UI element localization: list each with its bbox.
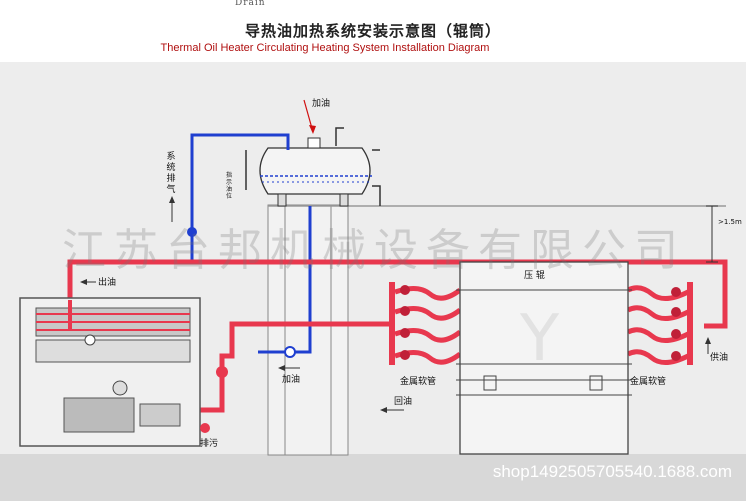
svg-text:Y: Y [519, 302, 560, 376]
floor-band [0, 454, 746, 501]
right-metal-hoses [626, 285, 690, 365]
add-oil-bottom-label: 加油 [282, 375, 301, 385]
metal-hose-right-label: 金属软管 [630, 377, 667, 387]
vent-pipe [190, 133, 290, 262]
tank-support-column [267, 204, 349, 456]
return-arrow [380, 407, 387, 413]
add-oil-top-label: 加油 [312, 99, 331, 109]
blowdown-valve [200, 423, 210, 433]
supply-arrow [705, 337, 711, 344]
height-dimension [706, 205, 718, 263]
fill-oil-arrow [278, 365, 285, 371]
level-gauge-label: 指示油位 [225, 172, 232, 200]
title-english: Thermal Oil Heater Circulating Heating S… [160, 42, 490, 54]
drain-label-top: Drain [235, 0, 266, 8]
return-valve [216, 366, 228, 378]
roller-machine: Y [456, 261, 632, 455]
heater-unit [19, 297, 201, 447]
fill-valve [284, 346, 296, 358]
out-oil-arrow [80, 279, 87, 285]
company-watermark: 江苏台邦机械设备有限公司 [62, 225, 686, 276]
blowdown-label: 排污 [200, 439, 219, 449]
right-hose-valves [671, 287, 681, 361]
vent-valve [187, 227, 197, 237]
metal-hose-left-label: 金属软管 [400, 377, 437, 387]
title-chinese: 导热油加热系统安装示意图（辊筒） [244, 22, 501, 40]
supply-main-pipe [67, 259, 728, 329]
system-vent-label: 系统排气 [166, 152, 176, 195]
left-hose-valves [400, 285, 410, 360]
height-dimension-label: >1.5m [718, 218, 742, 226]
fill-pipe [258, 206, 312, 354]
out-oil-label: 出油 [98, 278, 117, 288]
press-roll-label: 压 辊 [524, 271, 545, 281]
return-main-pipe [200, 321, 392, 413]
expansion-tank [259, 137, 372, 207]
return-oil-label: 回油 [394, 397, 413, 407]
shop-url[interactable]: shop1492505705540.1688.com [492, 462, 732, 481]
supply-oil-label: 供油 [710, 353, 729, 363]
header [0, 0, 746, 62]
